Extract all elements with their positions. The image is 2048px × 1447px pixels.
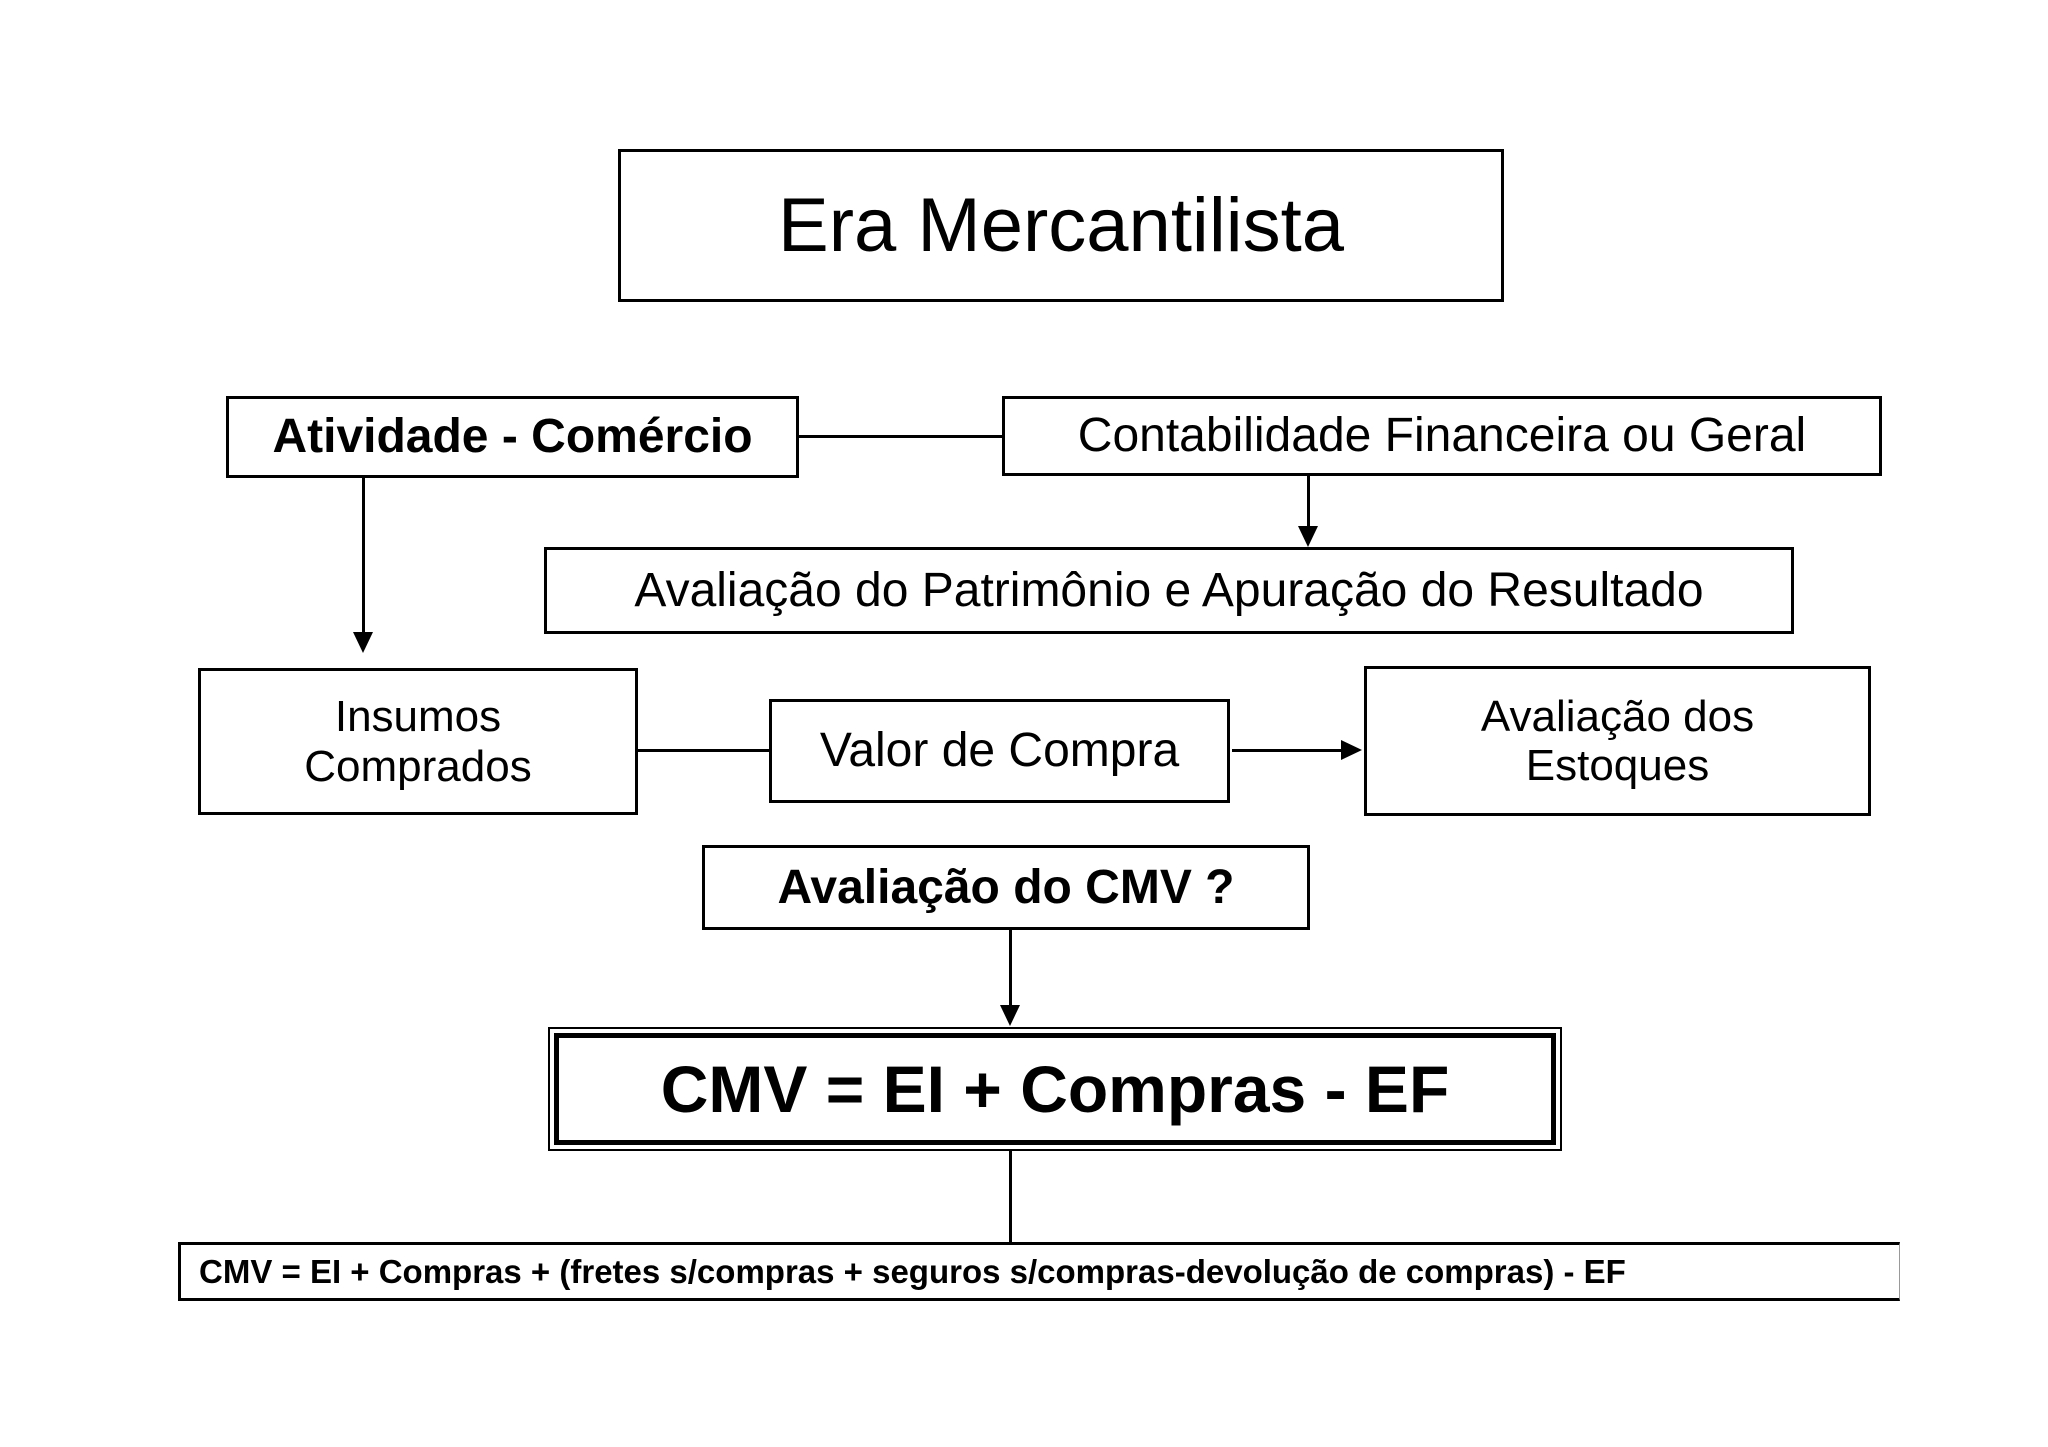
page-title: Era Mercantilista bbox=[778, 182, 1344, 268]
node-cmv-formula: CMV = EI + Compras - EF bbox=[548, 1027, 1562, 1151]
connector-cmvquestion-cmvformula bbox=[1009, 930, 1012, 1008]
node-insumos-comprados: Insumos Comprados bbox=[198, 668, 638, 815]
node-avaliacao-cmv-pergunta: Avaliação do CMV ? bbox=[702, 845, 1310, 930]
node-avaliacao-cmv-label: Avaliação do CMV ? bbox=[777, 860, 1235, 914]
connector-atividade-contabilidade bbox=[799, 435, 1002, 438]
node-atividade-comercio: Atividade - Comércio bbox=[226, 396, 799, 478]
connector-valor-estoques bbox=[1232, 749, 1342, 752]
node-cmv-formula-detail: CMV = EI + Compras + (fretes s/compras +… bbox=[178, 1242, 1900, 1301]
arrowhead-down-icon bbox=[353, 632, 373, 653]
node-avaliacao-patrimonio-label: Avaliação do Patrimônio e Apuração do Re… bbox=[634, 563, 1704, 617]
node-avaliacao-estoques: Avaliação dos Estoques bbox=[1364, 666, 1871, 816]
connector-insumos-valor bbox=[638, 749, 769, 752]
node-cmv-formula-detail-label: CMV = EI + Compras + (fretes s/compras +… bbox=[199, 1252, 1626, 1290]
node-valor-de-compra: Valor de Compra bbox=[769, 699, 1230, 803]
node-cmv-formula-label: CMV = EI + Compras - EF bbox=[660, 1052, 1450, 1126]
connector-cmvformula-detail bbox=[1009, 1151, 1012, 1242]
node-avaliacao-patrimonio: Avaliação do Patrimônio e Apuração do Re… bbox=[544, 547, 1794, 634]
node-estoques-line2: Estoques bbox=[1525, 741, 1710, 790]
node-contabilidade-financeira-label: Contabilidade Financeira ou Geral bbox=[1077, 409, 1807, 463]
node-contabilidade-financeira: Contabilidade Financeira ou Geral bbox=[1002, 396, 1882, 476]
arrowhead-down-icon bbox=[1000, 1005, 1020, 1026]
node-valor-de-compra-label: Valor de Compra bbox=[819, 724, 1180, 778]
node-insumos-line2: Comprados bbox=[304, 741, 532, 791]
connector-atividade-insumos bbox=[362, 478, 365, 635]
connector-contabilidade-patrimonio bbox=[1307, 476, 1310, 529]
arrowhead-right-icon bbox=[1341, 740, 1362, 760]
arrowhead-down-icon bbox=[1298, 526, 1318, 547]
node-atividade-comercio-label: Atividade - Comércio bbox=[272, 410, 753, 464]
node-estoques-line1: Avaliação dos bbox=[1480, 691, 1755, 741]
node-insumos-line1: Insumos bbox=[334, 692, 502, 742]
title-box: Era Mercantilista bbox=[618, 149, 1504, 302]
